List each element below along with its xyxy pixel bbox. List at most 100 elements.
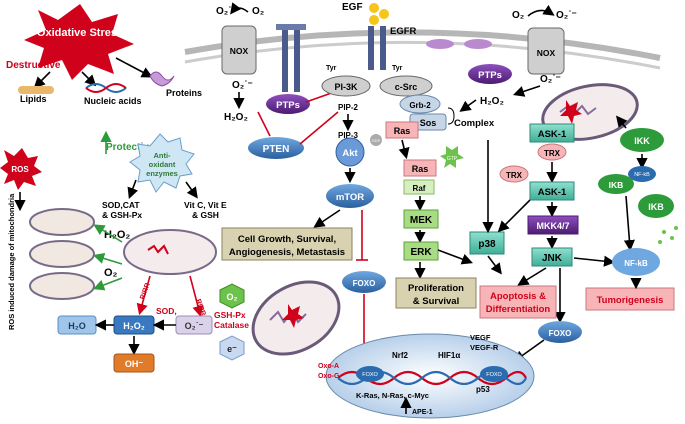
- ask1-box-2: ASK-1: [529, 181, 575, 201]
- ikb-cloud-1: IKB: [598, 174, 634, 194]
- svg-text:PI-3K: PI-3K: [334, 82, 358, 92]
- egfr-label: EGFR: [390, 26, 417, 37]
- svg-text:& GSH: & GSH: [192, 210, 219, 220]
- svg-text:Proliferation: Proliferation: [408, 283, 464, 294]
- svg-text:Angiogenesis, Metastasis: Angiogenesis, Metastasis: [229, 247, 345, 258]
- cell-growth-box: Cell Growth, Survival, Angiogenesis, Met…: [221, 227, 353, 261]
- svg-text:H₂O₂: H₂O₂: [123, 321, 145, 331]
- proteins-label: Proteins: [166, 88, 202, 98]
- svg-text:NOX: NOX: [537, 48, 556, 58]
- nox-right: NOX: [527, 27, 565, 75]
- central-mitochondrion: [251, 280, 341, 356]
- complex-label: Complex: [454, 118, 495, 129]
- superoxide-left-top: O₂˙⁻: [216, 6, 237, 17]
- pip2-label: PIP-2: [338, 103, 359, 112]
- foxo-badge-2: FOXO: [538, 321, 582, 343]
- protein-icon: [149, 71, 175, 87]
- o2-hexagon: O₂: [219, 283, 245, 309]
- svg-text:Akt: Akt: [342, 148, 358, 159]
- electron-hexagon: e⁻: [219, 335, 245, 361]
- svg-text:IKB: IKB: [648, 202, 664, 212]
- erk-box: ERK: [403, 241, 439, 261]
- svg-text:NF-kB: NF-kB: [634, 172, 650, 178]
- svg-text:JNK: JNK: [542, 253, 563, 264]
- ros-burst: ROS: [0, 148, 42, 190]
- svg-text:O₂˙⁻: O₂˙⁻: [185, 321, 204, 331]
- kras-label: K-Ras, N-Ras, c-Myc: [356, 391, 429, 400]
- oxygen-right-top: O₂: [512, 10, 524, 21]
- svg-text:ERK: ERK: [410, 247, 432, 258]
- svg-text:Anti-: Anti-: [153, 151, 171, 160]
- raf-box: Raf: [403, 179, 435, 195]
- ask1-box-1: ASK-1: [529, 123, 575, 143]
- ptps-left-badge: PTPs: [266, 94, 310, 114]
- dna-icon: [85, 83, 127, 93]
- antioxidant-enzymes-badge: Anti- oxidant enzymes: [129, 133, 195, 193]
- egfr-receptor: [368, 26, 386, 70]
- tyr-label-2: Tyr: [392, 65, 403, 72]
- tumorigenesis-box: Tumorigenesis: [585, 287, 675, 311]
- lipids-icon: [18, 86, 54, 94]
- ros-damage-label: ROS induced damage of mitochondria: [7, 193, 16, 330]
- gdp-dot: GDP: [370, 134, 382, 146]
- svg-text:ASK-1: ASK-1: [538, 187, 567, 198]
- h2o2-right: H₂O₂: [480, 96, 504, 107]
- pip3-label: PIP-3: [338, 131, 359, 140]
- grb2-badge: Grb-2: [399, 94, 441, 114]
- ptps-receptor-left: [276, 24, 306, 92]
- h2o2-left: H₂O₂: [224, 112, 248, 123]
- sod-cat-label: SOD,CAT: [102, 200, 140, 210]
- hydroxide-box: OH⁻: [113, 353, 155, 373]
- dimer-icon: [426, 39, 492, 49]
- h2o2-box: H₂O₂: [113, 315, 155, 335]
- svg-text:Sos: Sos: [420, 118, 437, 128]
- svg-text:IKK: IKK: [634, 136, 650, 146]
- pi3k-box: PI-3K: [321, 75, 371, 97]
- lipids-label: Lipids: [20, 94, 47, 104]
- svg-text:oxidant: oxidant: [149, 160, 176, 169]
- gtp-burst: GTP: [440, 146, 464, 168]
- o2-mid-label: O₂: [104, 267, 118, 279]
- svg-text:GTP: GTP: [447, 156, 458, 162]
- destructive-label: Destructive: [6, 60, 61, 71]
- svg-text:FOXO: FOXO: [486, 372, 502, 378]
- ikk-cloud: IKK: [620, 128, 664, 152]
- p53-label: p53: [476, 385, 490, 394]
- apoptosis-box: Apoptosis & Differentiation: [479, 285, 557, 319]
- svg-text:& GSH-Px: & GSH-Px: [102, 210, 142, 220]
- svg-text:FOXO: FOXO: [353, 279, 376, 288]
- svg-text:PTPs: PTPs: [478, 70, 502, 81]
- vegf-label: VEGF: [470, 333, 491, 342]
- p38-box: p38: [469, 231, 505, 255]
- svg-text:OH⁻: OH⁻: [125, 359, 144, 369]
- svg-text:Tumorigenesis: Tumorigenesis: [597, 295, 664, 306]
- svg-text:& Survival: & Survival: [413, 296, 459, 307]
- nfkb-small-badge: NF-kB: [628, 166, 656, 182]
- svg-text:H₂O: H₂O: [68, 321, 86, 331]
- nrf2-label: Nrf2: [392, 351, 409, 360]
- superoxide-left-below: O₂˙⁻: [232, 80, 253, 91]
- mtor-badge: mTOR: [326, 184, 374, 208]
- trx-badge-2: TRX: [499, 165, 529, 183]
- ras-box-1: Ras: [385, 121, 419, 139]
- mitochondria-group: [29, 208, 217, 300]
- nfkb-cloud: NF-kB: [612, 248, 660, 276]
- protective-label: Protective: [106, 142, 155, 153]
- superoxide-right-below: O₂˙⁻: [540, 74, 561, 85]
- svg-text:MEK: MEK: [410, 215, 433, 226]
- svg-text:PTEN: PTEN: [263, 144, 290, 155]
- sod-enzyme-label: SOD,: [156, 306, 177, 316]
- superoxide-box: O₂˙⁻: [175, 315, 213, 335]
- ros-label: ROS: [11, 165, 29, 174]
- oxidative-stress-label: Oxidative Stress: [37, 27, 123, 39]
- gshpx-label: GSH-Px: [214, 310, 246, 320]
- svg-text:FOXO: FOXO: [362, 372, 378, 378]
- egf-ligands: [369, 3, 389, 25]
- svg-text:Raf: Raf: [413, 184, 426, 193]
- svg-text:e⁻: e⁻: [227, 344, 237, 354]
- svg-text:MKK4/7: MKK4/7: [536, 221, 569, 231]
- svg-text:enzymes: enzymes: [146, 169, 178, 178]
- trx-badge-1: TRX: [537, 143, 567, 161]
- mkk-box: MKK4/7: [527, 215, 579, 235]
